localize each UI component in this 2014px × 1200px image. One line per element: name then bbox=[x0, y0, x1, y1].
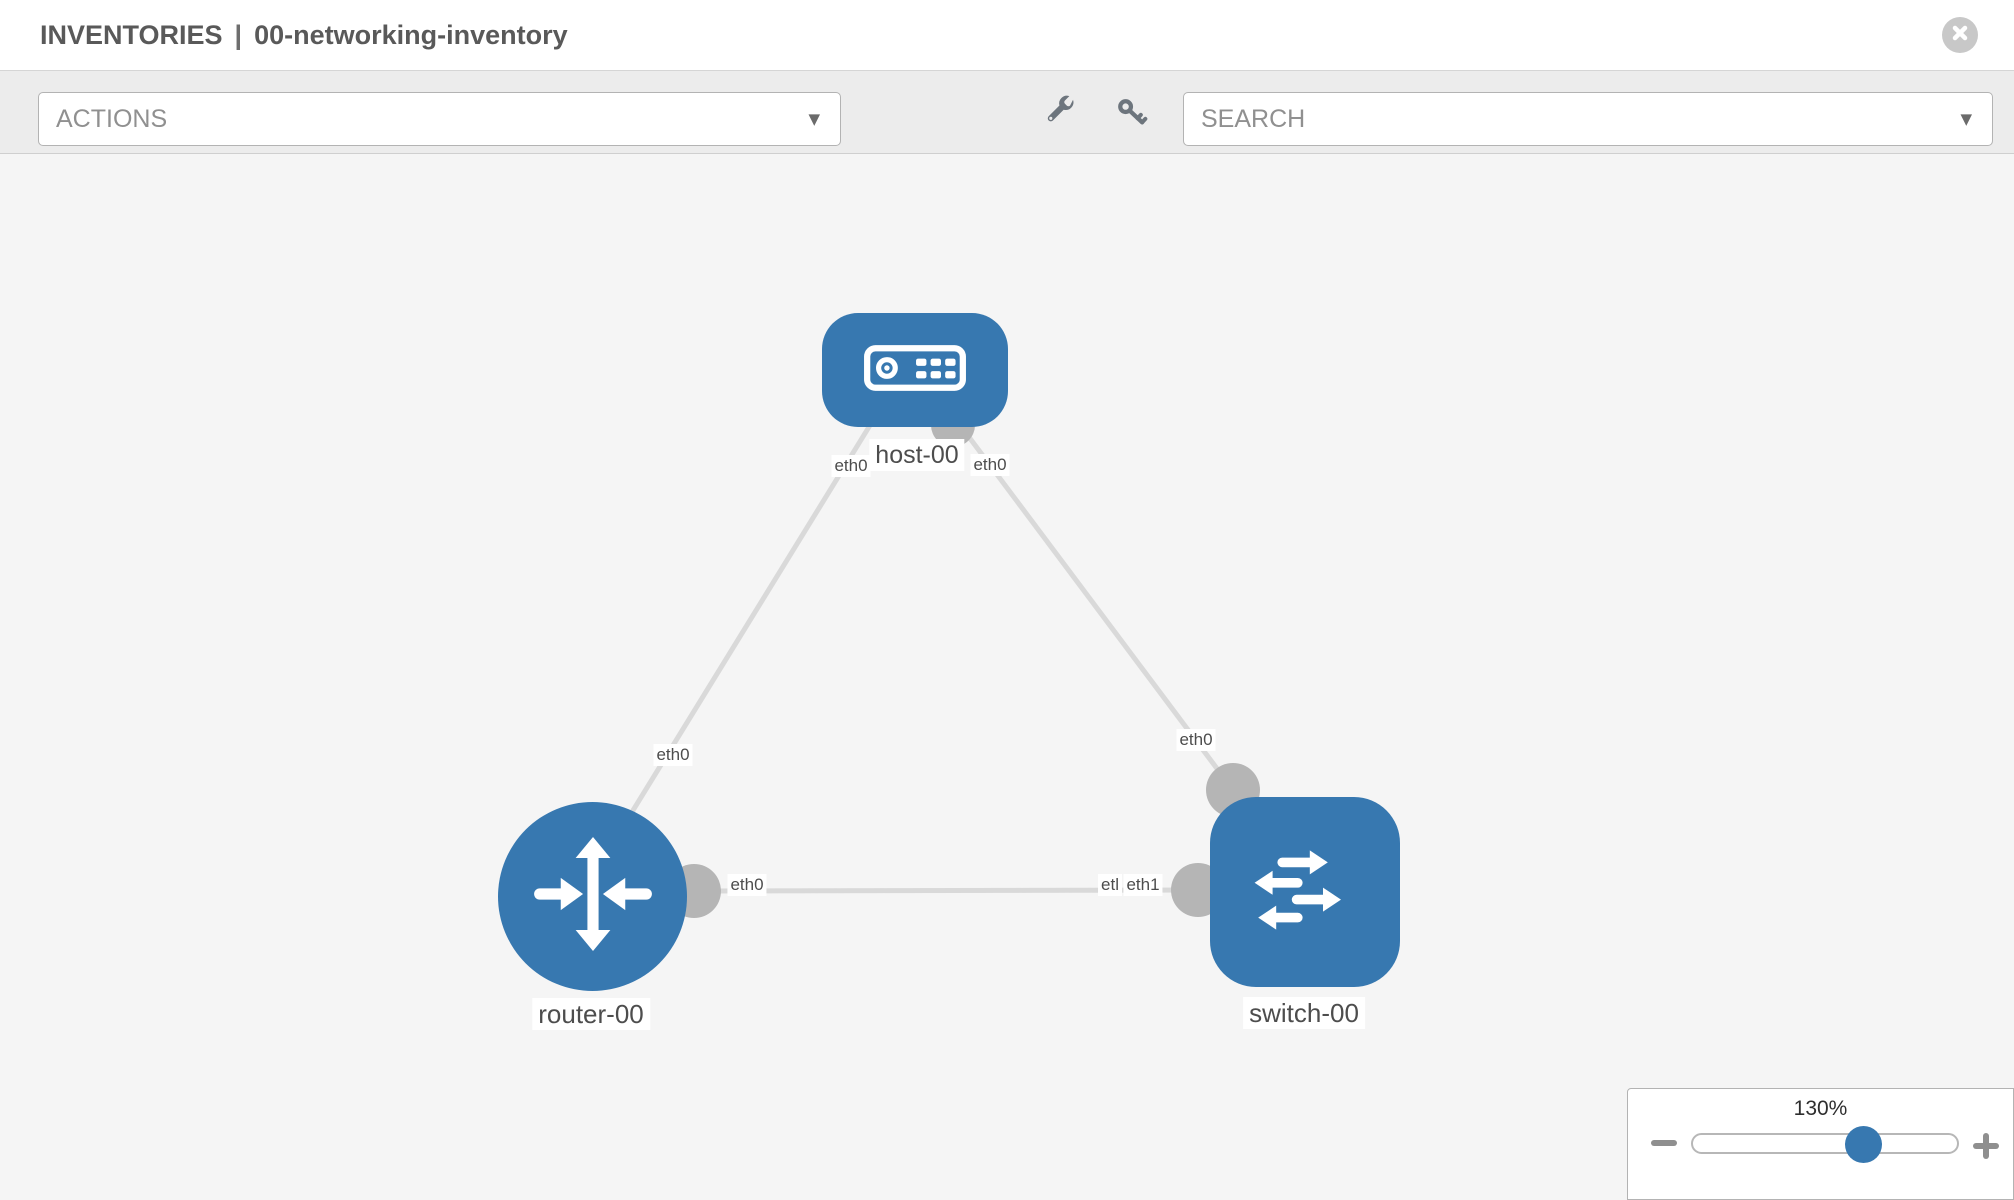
key-icon bbox=[1116, 97, 1148, 134]
actions-dropdown[interactable]: ACTIONS ▼ bbox=[38, 92, 841, 146]
zoom-level-label: 130% bbox=[1793, 1097, 1848, 1120]
topology-links-layer bbox=[597, 403, 1260, 918]
credentials-button[interactable] bbox=[1112, 95, 1152, 135]
node-label-host-00: host-00 bbox=[869, 439, 965, 471]
interface-label: eth0 bbox=[831, 455, 871, 477]
node-router-00[interactable] bbox=[498, 802, 687, 991]
interface-label: eth0 bbox=[1176, 729, 1216, 751]
zoom-out-button[interactable] bbox=[1651, 1140, 1677, 1146]
toolbar: ACTIONS ▼ SEARCH ▼ bbox=[0, 71, 2014, 154]
plus-icon bbox=[1983, 1133, 1989, 1159]
link-router-switch bbox=[693, 887, 1199, 894]
node-switch-00[interactable] bbox=[1210, 797, 1400, 987]
inventory-name: 00-networking-inventory bbox=[254, 19, 568, 50]
switch-icon bbox=[1245, 830, 1365, 955]
interface-label: eth1 bbox=[1123, 874, 1163, 896]
chevron-down-icon: ▼ bbox=[808, 110, 820, 128]
interface-label: eth0 bbox=[727, 874, 767, 896]
zoom-panel: 130% bbox=[1627, 1088, 2014, 1200]
page-title: INVENTORIES | 00-networking-inventory bbox=[40, 0, 568, 70]
router-icon bbox=[531, 832, 655, 961]
zoom-slider-track[interactable] bbox=[1691, 1133, 1959, 1154]
host-icon bbox=[863, 344, 967, 397]
node-label-switch-00: switch-00 bbox=[1243, 997, 1365, 1029]
interface-label: eth0 bbox=[970, 454, 1010, 476]
breadcrumb-section: INVENTORIES bbox=[40, 19, 223, 50]
node-host-00[interactable] bbox=[822, 313, 1008, 427]
interface-label: eth0 bbox=[653, 744, 693, 766]
node-label-router-00: router-00 bbox=[532, 998, 650, 1030]
search-dropdown[interactable]: SEARCH ▼ bbox=[1183, 92, 1993, 146]
search-placeholder: SEARCH bbox=[1201, 104, 1306, 133]
zoom-slider-handle[interactable] bbox=[1845, 1126, 1882, 1163]
zoom-in-button[interactable] bbox=[1973, 1133, 1999, 1159]
chevron-down-icon: ▼ bbox=[1960, 110, 1972, 128]
configure-button[interactable] bbox=[1040, 93, 1080, 133]
interface-label-clipped: etl bbox=[1098, 874, 1122, 896]
actions-dropdown-label: ACTIONS bbox=[56, 104, 168, 133]
title-separator: | bbox=[234, 19, 243, 50]
topology-canvas[interactable]: eth0 host-00 eth0 eth0 eth0 eth0 etl eth… bbox=[0, 154, 2014, 1200]
close-button[interactable] bbox=[1942, 17, 1978, 53]
wrench-icon bbox=[1043, 94, 1077, 133]
close-icon bbox=[1950, 23, 1970, 48]
header-bar: INVENTORIES | 00-networking-inventory bbox=[0, 0, 2014, 71]
link-host-router bbox=[597, 407, 883, 866]
